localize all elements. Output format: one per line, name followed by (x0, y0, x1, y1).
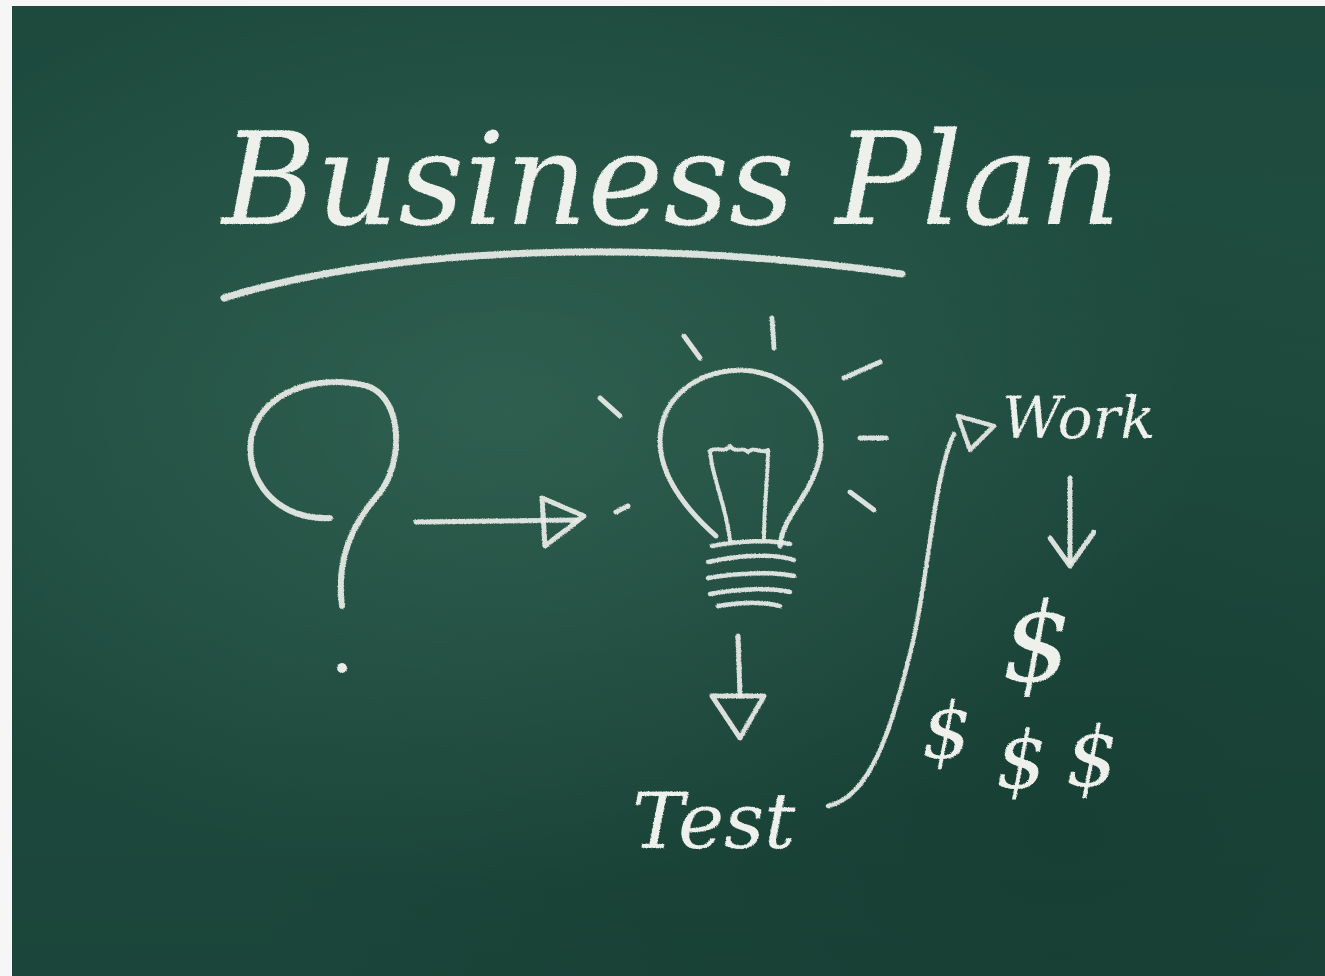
work-label: Work (1002, 384, 1155, 452)
title-text: Business Plan (220, 106, 1121, 255)
chalk-drawing: Business Plan (220, 106, 1155, 867)
question-mark-icon (247, 378, 400, 609)
question-mark-dot (337, 663, 347, 673)
arrow-down-icon (1047, 475, 1097, 569)
dollar-sign-large: $ (1002, 579, 1072, 707)
dollar-sign-right: $ (1066, 711, 1118, 806)
light-bulb-icon (597, 315, 889, 609)
chalkboard-background (12, 6, 1325, 976)
dollar-sign-left: $ (922, 687, 972, 777)
curved-arrow-icon (825, 413, 997, 809)
dollar-sign-middle: $ (996, 714, 1047, 807)
arrow-right-icon (413, 495, 587, 549)
test-label: Test (632, 777, 796, 867)
title-underline (220, 248, 906, 302)
chalkboard-photo: Business Plan (12, 6, 1325, 976)
arrow-down-icon (709, 633, 767, 741)
